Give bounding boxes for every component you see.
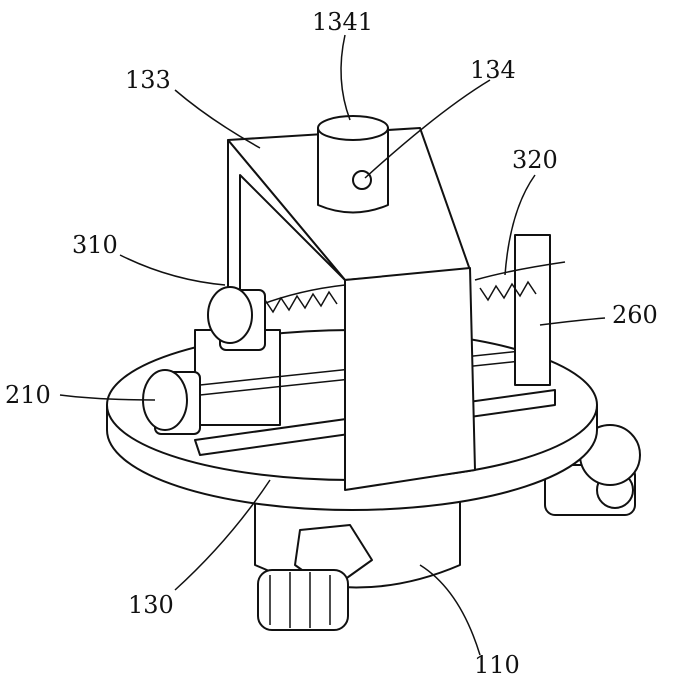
cylinder-134 [318,116,388,213]
label-260: 260 [612,301,658,329]
label-210: 210 [5,381,51,409]
label-133: 133 [125,66,171,94]
label-1341: 1341 [312,8,373,36]
label-134: 134 [470,56,516,84]
label-110: 110 [474,651,520,679]
motor-210 [143,370,200,434]
label-320: 320 [512,146,558,174]
label-310: 310 [72,231,118,259]
label-130: 130 [128,591,174,619]
